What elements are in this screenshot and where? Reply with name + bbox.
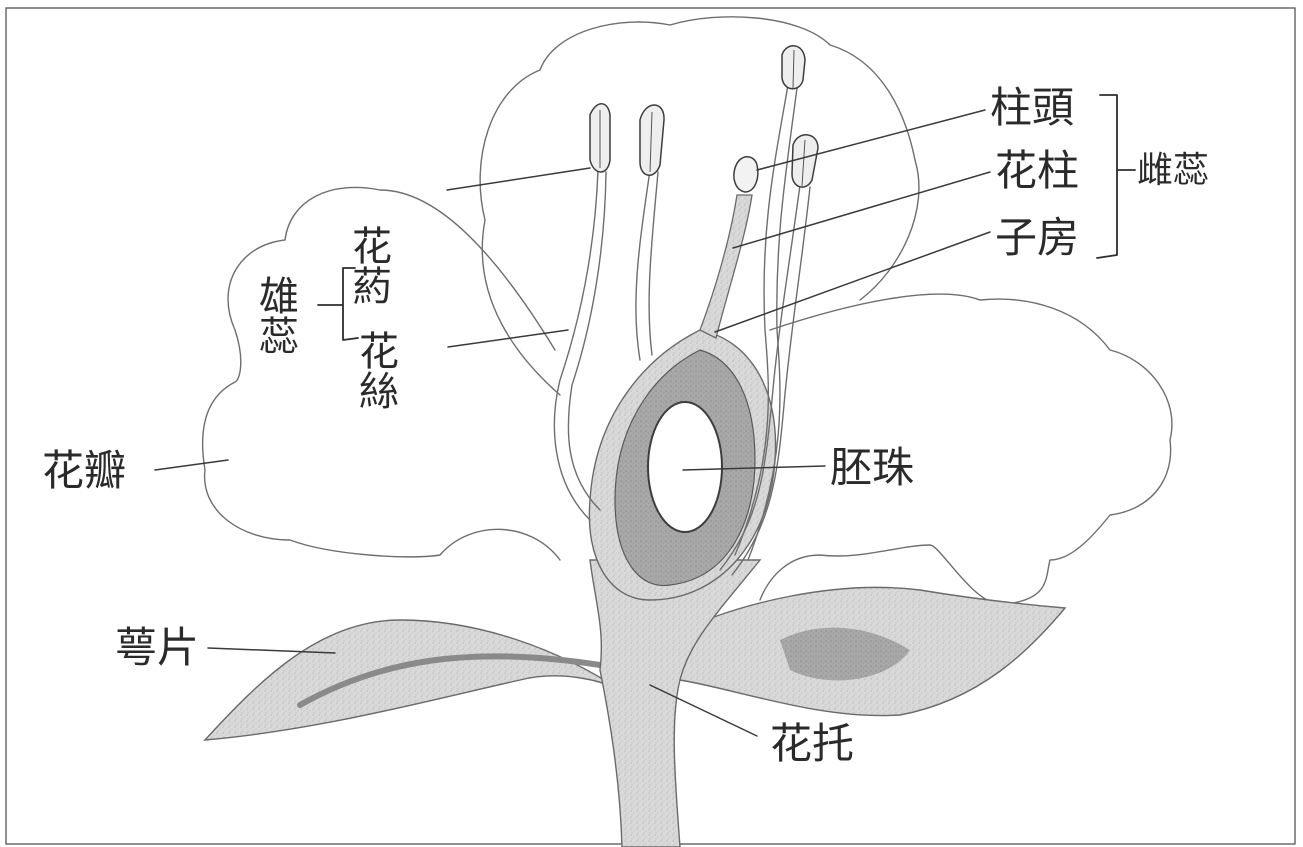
label-sepal: 萼片 (115, 623, 199, 672)
label-style: 花柱 (995, 146, 1079, 195)
label-pistil: 雌蕊 (1137, 150, 1209, 191)
sepal-right-shade (780, 627, 910, 681)
sepal-left-vein (297, 653, 603, 708)
leader-ovule (682, 465, 826, 471)
filament-2 (635, 169, 651, 361)
label-ovary: 子房 (995, 213, 1079, 262)
filament-3 (734, 84, 789, 556)
filament-1 (553, 169, 599, 521)
bracket-stamen (317, 267, 359, 341)
sepal-left (203, 619, 621, 741)
filament-4b (731, 186, 811, 576)
leader-style (732, 171, 991, 249)
pistil-stigma (733, 156, 759, 193)
anther-4 (791, 134, 819, 188)
label-filament: 花絲 (352, 330, 398, 410)
label-petal: 花瓣 (42, 446, 126, 495)
petal-left (201, 186, 561, 561)
filament-1b (567, 171, 607, 511)
leader-ovary (714, 231, 991, 333)
leader-filament (447, 329, 569, 348)
bracket-pistil (1096, 94, 1136, 259)
anther-2 (639, 104, 665, 176)
petal-right (759, 293, 1173, 606)
leader-stigma (756, 109, 986, 171)
label-receptacle: 花托 (770, 719, 854, 768)
leader-sepal (207, 647, 336, 654)
leader-receptacle (649, 684, 758, 737)
filament-3b (747, 87, 798, 561)
label-ovule: 胚珠 (830, 443, 914, 492)
filament-2b (648, 171, 659, 356)
pistil-style (699, 194, 753, 339)
ovule (647, 401, 723, 533)
leader-anther (446, 167, 591, 191)
leader-petal (154, 459, 229, 471)
label-stamen: 雄蕊 (252, 275, 299, 355)
label-anther: 花葯 (345, 225, 391, 305)
label-stigma: 柱頭 (990, 83, 1074, 132)
filament-4 (719, 184, 801, 571)
petal-back (479, 16, 920, 396)
